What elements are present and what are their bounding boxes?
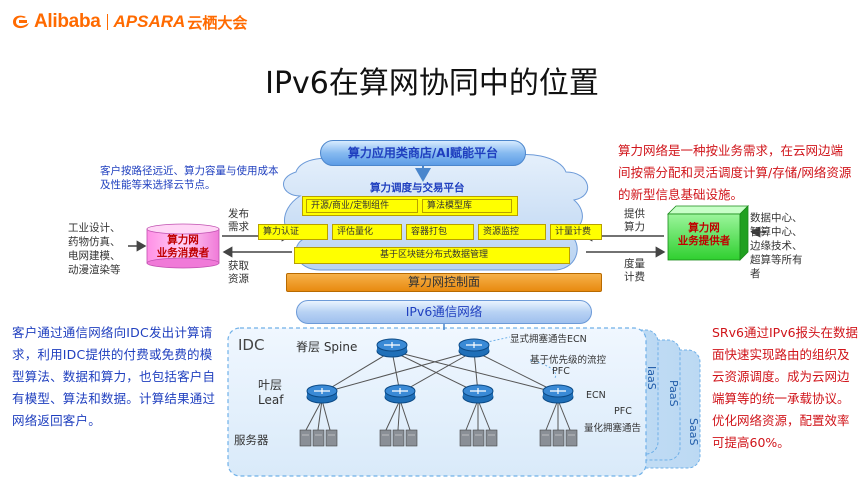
- spine-router-2-icon: [458, 338, 490, 358]
- logo-apsara-text: APSARA: [113, 12, 186, 31]
- spine-leaf-links: [321, 350, 559, 394]
- idc-request-note: 客户通过通信网络向IDC发出计算请求，利用IDC提供的付费或免费的模型算法、数据…: [12, 325, 216, 428]
- pfc-label-1: PFC: [552, 366, 570, 377]
- page-title: IPv6在算网协同中的位置: [265, 66, 599, 101]
- spine-label: 脊层 Spine: [296, 340, 358, 354]
- explicit-ecn-label: 显式拥塞通告ECN: [510, 334, 587, 345]
- industry-item: 工业设计、: [68, 222, 121, 234]
- scheduling-trading-platform-title: 算力调度与交易平台: [370, 182, 465, 194]
- right-note: 算力网络是一种按业务需求，在云网边端间按需分配和灵活调度计算/存储/网络资源的新…: [618, 143, 852, 202]
- owners-list: 数据中心、 智算中心、 边缘技术、 超算等所有 者: [750, 211, 820, 281]
- obtain-resource-label: 获取 资源: [228, 260, 249, 286]
- pfc-label-2: PFC: [614, 406, 632, 417]
- owner-item: 数据中心、: [750, 212, 803, 224]
- obtain-resource-line2: 资源: [228, 273, 249, 285]
- logo-separator: [106, 14, 108, 30]
- idc-panel: [227, 327, 647, 477]
- paas-label: PaaS: [667, 380, 680, 407]
- alibaba-logo-icon: [13, 15, 29, 29]
- logo-alibaba-text: Alibaba: [34, 11, 101, 32]
- consumer-cylinder-icon: [146, 223, 220, 269]
- owner-item: 超算等所有: [750, 254, 803, 266]
- open-source-components-box: 开源/商业/定制组件: [306, 199, 418, 213]
- leaf-router-3-icon: [462, 384, 494, 404]
- server-group-1-icon: [299, 429, 338, 447]
- compute-certification-box: 算力认证: [258, 224, 328, 240]
- left-note: 客户按路径远近、算力容量与使用成本及性能等来选择云节点。: [100, 165, 279, 191]
- server-group-4-icon: [539, 429, 578, 447]
- industry-item: 动漫渲染等: [68, 264, 121, 276]
- ipv6-communication-network: IPv6通信网络: [296, 300, 592, 324]
- pfc-annotation-line: [529, 359, 557, 379]
- consumer-label-line2: 业务消费者: [156, 247, 210, 259]
- provider-box-icon: [667, 205, 749, 261]
- ai-app-store-pill: 算力应用类商店/AI赋能平台: [320, 140, 526, 166]
- metering-billing-box: 计量计费: [550, 224, 602, 240]
- idc-label: IDC: [238, 336, 265, 354]
- provide-compute-label: 提供 算力: [624, 208, 645, 234]
- srv6-note: SRv6通过IPv6报头在数据面快速实现路由的组织及云资源调度。成为云网边端算等…: [712, 325, 859, 450]
- publish-demand-line1: 发布: [228, 208, 249, 220]
- industry-item: 电网建模、: [68, 250, 121, 262]
- spine-router-1-icon: [376, 338, 408, 358]
- provider-label-line2: 业务提供者: [677, 235, 731, 247]
- priority-flow-control-label: 基于优先级的流控: [530, 355, 607, 366]
- servers-label: 服务器: [234, 433, 269, 447]
- iaas-label: IaaS: [645, 366, 658, 390]
- measure-billing-label: 度量 计费: [624, 258, 645, 284]
- leaf-label-line2: Leaf: [258, 393, 284, 407]
- evaluation-quantification-box: 评估量化: [332, 224, 402, 240]
- blockchain-data-management-box: 基于区块链分布式数据管理: [294, 247, 570, 264]
- alibaba-apsara-logo: Alibaba APSARA 云栖大会: [10, 10, 247, 34]
- consumer-label: 算力网 业务消费者: [147, 234, 219, 260]
- owner-item: 智算中心、: [750, 226, 803, 238]
- leaf-label-line1: 叶层: [258, 378, 283, 392]
- leaf-router-2-icon: [384, 384, 416, 404]
- provider-label: 算力网 业务提供者: [668, 222, 740, 248]
- consumer-label-line1: 算力网: [167, 234, 199, 246]
- industries-list: 工业设计、 药物仿真、 电网建模、 动漫渲染等: [68, 221, 138, 277]
- compute-network-control-plane: 算力网控制面: [286, 273, 602, 292]
- owner-item: 边缘技术、: [750, 240, 803, 252]
- leaf-label: 叶层 Leaf: [258, 378, 283, 408]
- provide-compute-line2: 算力: [624, 221, 645, 233]
- logo-yunqi-text: 云栖大会: [187, 13, 248, 32]
- publish-demand-line2: 需求: [228, 221, 249, 233]
- algorithm-model-library-box: 算法模型库: [422, 199, 512, 213]
- saas-label: SaaS: [687, 418, 700, 446]
- provide-compute-line1: 提供: [624, 208, 645, 220]
- resource-monitoring-box: 资源监控: [478, 224, 546, 240]
- container-packaging-box: 容器打包: [406, 224, 474, 240]
- owner-item: 者: [750, 268, 761, 280]
- measure-billing-line1: 度量: [624, 258, 645, 270]
- leaf-router-4-icon: [542, 384, 574, 404]
- leaf-server-links: [305, 399, 571, 431]
- publish-demand-label: 发布 需求: [228, 208, 249, 234]
- server-group-3-icon: [459, 429, 498, 447]
- quantized-congestion-label: 量化拥塞通告: [584, 423, 642, 434]
- server-group-2-icon: [379, 429, 418, 447]
- obtain-resource-line1: 获取: [228, 260, 249, 272]
- provider-label-line1: 算力网: [688, 222, 720, 234]
- leaf-router-1-icon: [306, 384, 338, 404]
- measure-billing-line2: 计费: [624, 271, 645, 283]
- ecn-label: ECN: [586, 390, 606, 401]
- industry-item: 药物仿真、: [68, 236, 121, 248]
